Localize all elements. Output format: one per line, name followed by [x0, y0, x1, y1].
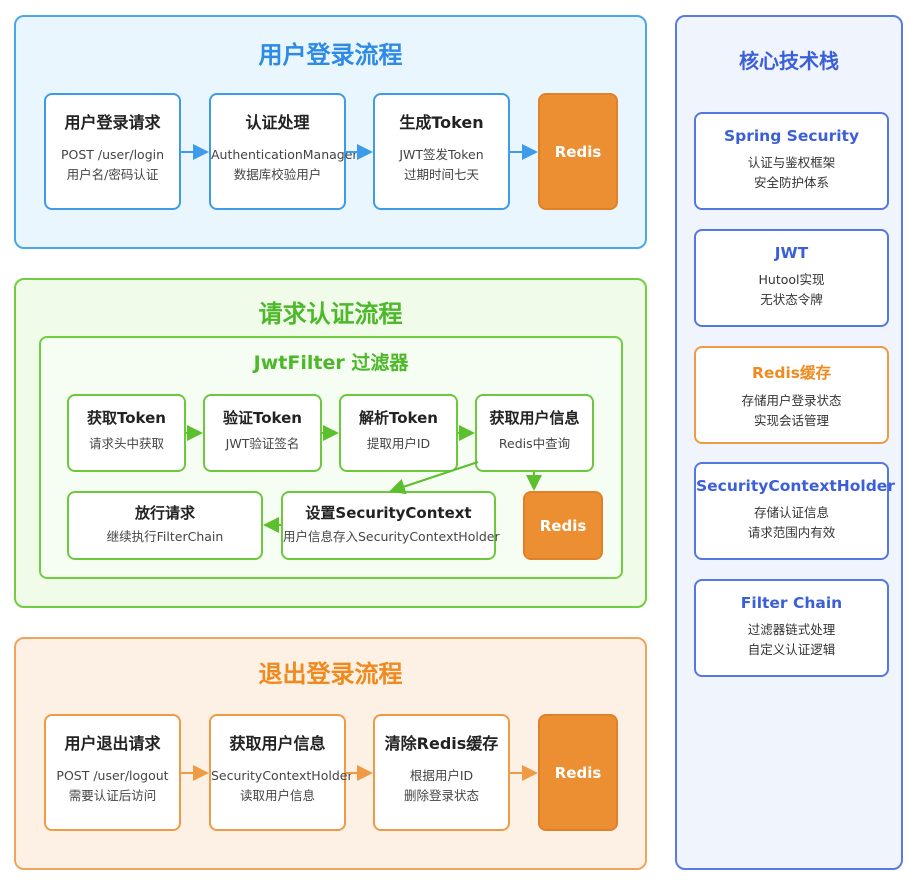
node-line: 数据库校验用户: [233, 167, 322, 182]
tech-item-title: JWT: [774, 244, 809, 262]
tech-filter-chain: Filter Chain 过滤器链式处理 自定义认证逻辑: [694, 579, 889, 677]
node-line: 读取用户信息: [239, 788, 315, 803]
tech-stack-title: 核心技术栈: [739, 49, 839, 73]
node-line: Redis中查询: [498, 436, 571, 451]
generate-token-node: 生成Token JWT签发Token 过期时间七天: [373, 93, 510, 210]
tech-item-line: Hutool实现: [758, 272, 825, 287]
logout-flow-title: 退出登录流程: [258, 660, 403, 688]
node-line: POST /user/login: [60, 147, 165, 162]
node-line: SecurityContextHolder: [211, 768, 353, 783]
tech-spring-security: Spring Security 认证与鉴权框架 安全防护体系: [694, 112, 889, 210]
parse-token-node: 解析Token 提取用户ID: [339, 394, 458, 472]
node-title: 用户退出请求: [64, 734, 161, 753]
clear-redis-node: 清除Redis缓存 根据用户ID 删除登录状态: [373, 714, 510, 831]
node-title: 验证Token: [223, 409, 302, 427]
node-line: 删除登录状态: [403, 788, 479, 803]
node-title: 放行请求: [134, 504, 195, 522]
tech-item-line: 存储用户登录状态: [741, 393, 842, 408]
logout-redis-node: Redis: [538, 714, 618, 831]
node-line: 请求头中获取: [88, 436, 164, 451]
tech-item-title: Filter Chain: [740, 594, 843, 612]
node-title: 认证处理: [245, 113, 310, 132]
node-title: 获取Token: [87, 409, 166, 427]
tech-jwt: JWT Hutool实现 无状态令牌: [694, 229, 889, 327]
auth-processing-node: 认证处理 AuthenticationManager 数据库校验用户: [209, 93, 358, 210]
node-title: 获取用户信息: [489, 409, 580, 427]
tech-item-line: 过滤器链式处理: [747, 622, 836, 637]
node-line: 需要认证后访问: [68, 788, 157, 803]
get-token-node: 获取Token 请求头中获取: [67, 394, 186, 472]
node-line: 用户名/密码认证: [66, 167, 159, 182]
tech-item-line: 自定义认证逻辑: [747, 642, 836, 657]
node-line: JWT签发Token: [399, 147, 484, 162]
node-line: 过期时间七天: [403, 167, 479, 182]
tech-item-title: SecurityContextHolder: [696, 477, 895, 495]
tech-item-line: 实现会话管理: [753, 413, 829, 428]
login-flow-title: 用户登录流程: [258, 41, 403, 69]
tech-item-line: 无状态令牌: [760, 292, 823, 307]
tech-item-line: 认证与鉴权框架: [747, 155, 836, 170]
node-title: 生成Token: [399, 113, 484, 132]
tech-item-line: 存储认证信息: [753, 505, 829, 520]
tech-item-line: 请求范围内有效: [747, 525, 836, 540]
tech-item-title: Spring Security: [723, 127, 860, 145]
tech-redis-cache: Redis缓存 存储用户登录状态 实现会话管理: [694, 346, 889, 444]
tech-item-title: Redis缓存: [751, 364, 832, 382]
logout-request-node: 用户退出请求 POST /user/logout 需要认证后访问: [44, 714, 181, 831]
node-line: AuthenticationManager: [211, 147, 358, 162]
release-request-node: 放行请求 继续执行FilterChain: [67, 491, 263, 560]
node-title: 获取用户信息: [229, 734, 326, 753]
node-line: POST /user/logout: [56, 768, 169, 783]
auth-redis-node: Redis: [523, 491, 603, 560]
node-line: 提取用户ID: [366, 436, 431, 451]
node-line: 根据用户ID: [409, 768, 474, 783]
set-security-context-node: 设置SecurityContext 用户信息存入SecurityContextH…: [281, 491, 500, 560]
request-auth-title: 请求认证流程: [258, 300, 403, 328]
node-line: 用户信息存入SecurityContextHolder: [283, 529, 500, 544]
tech-item-line: 安全防护体系: [753, 175, 829, 190]
node-line: JWT验证签名: [225, 436, 300, 451]
logout-get-user-node: 获取用户信息 SecurityContextHolder 读取用户信息: [209, 714, 353, 831]
get-user-info-node: 获取用户信息 Redis中查询: [475, 394, 594, 472]
jwt-filter-title: JwtFilter 过滤器: [253, 352, 409, 374]
node-line: 继续执行FilterChain: [106, 529, 224, 544]
node-title: 清除Redis缓存: [384, 734, 499, 753]
node-title: 用户登录请求: [64, 113, 161, 132]
login-request-node: 用户登录请求 POST /user/login 用户名/密码认证: [44, 93, 181, 210]
node-title: 设置SecurityContext: [305, 504, 472, 522]
login-redis-node: Redis: [538, 93, 618, 210]
tech-security-context-holder: SecurityContextHolder 存储认证信息 请求范围内有效: [694, 462, 895, 560]
verify-token-node: 验证Token JWT验证签名: [203, 394, 322, 472]
node-title: 解析Token: [359, 409, 438, 427]
